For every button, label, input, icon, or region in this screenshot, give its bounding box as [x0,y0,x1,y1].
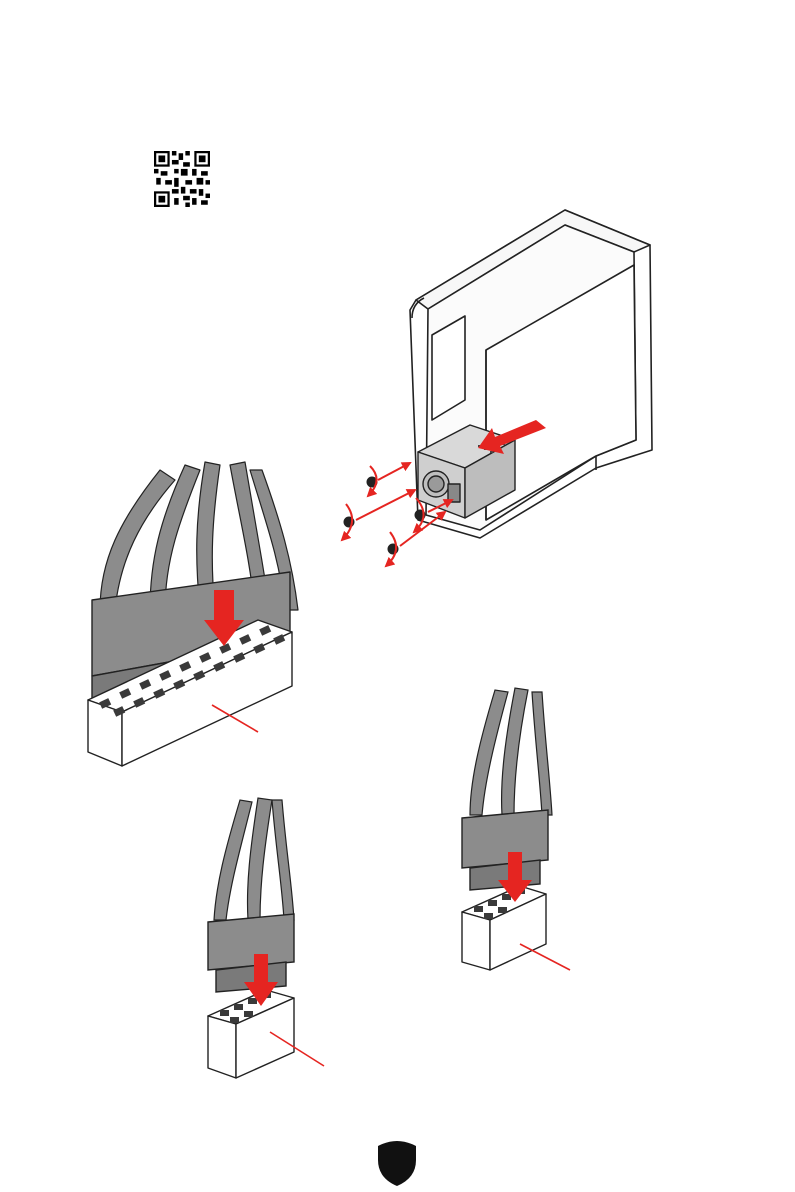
cpu-8pin-cable-left [214,798,294,920]
rotation-arrows [342,466,424,566]
msi-shield-icon [378,1141,416,1186]
cpu-8pin-cable-right [470,688,552,815]
cpu-8pin-plug-left [208,914,294,992]
cpu-8pin-plug-right [462,810,548,890]
screws [344,477,425,554]
cpu-8pin-callout-right [520,944,570,970]
